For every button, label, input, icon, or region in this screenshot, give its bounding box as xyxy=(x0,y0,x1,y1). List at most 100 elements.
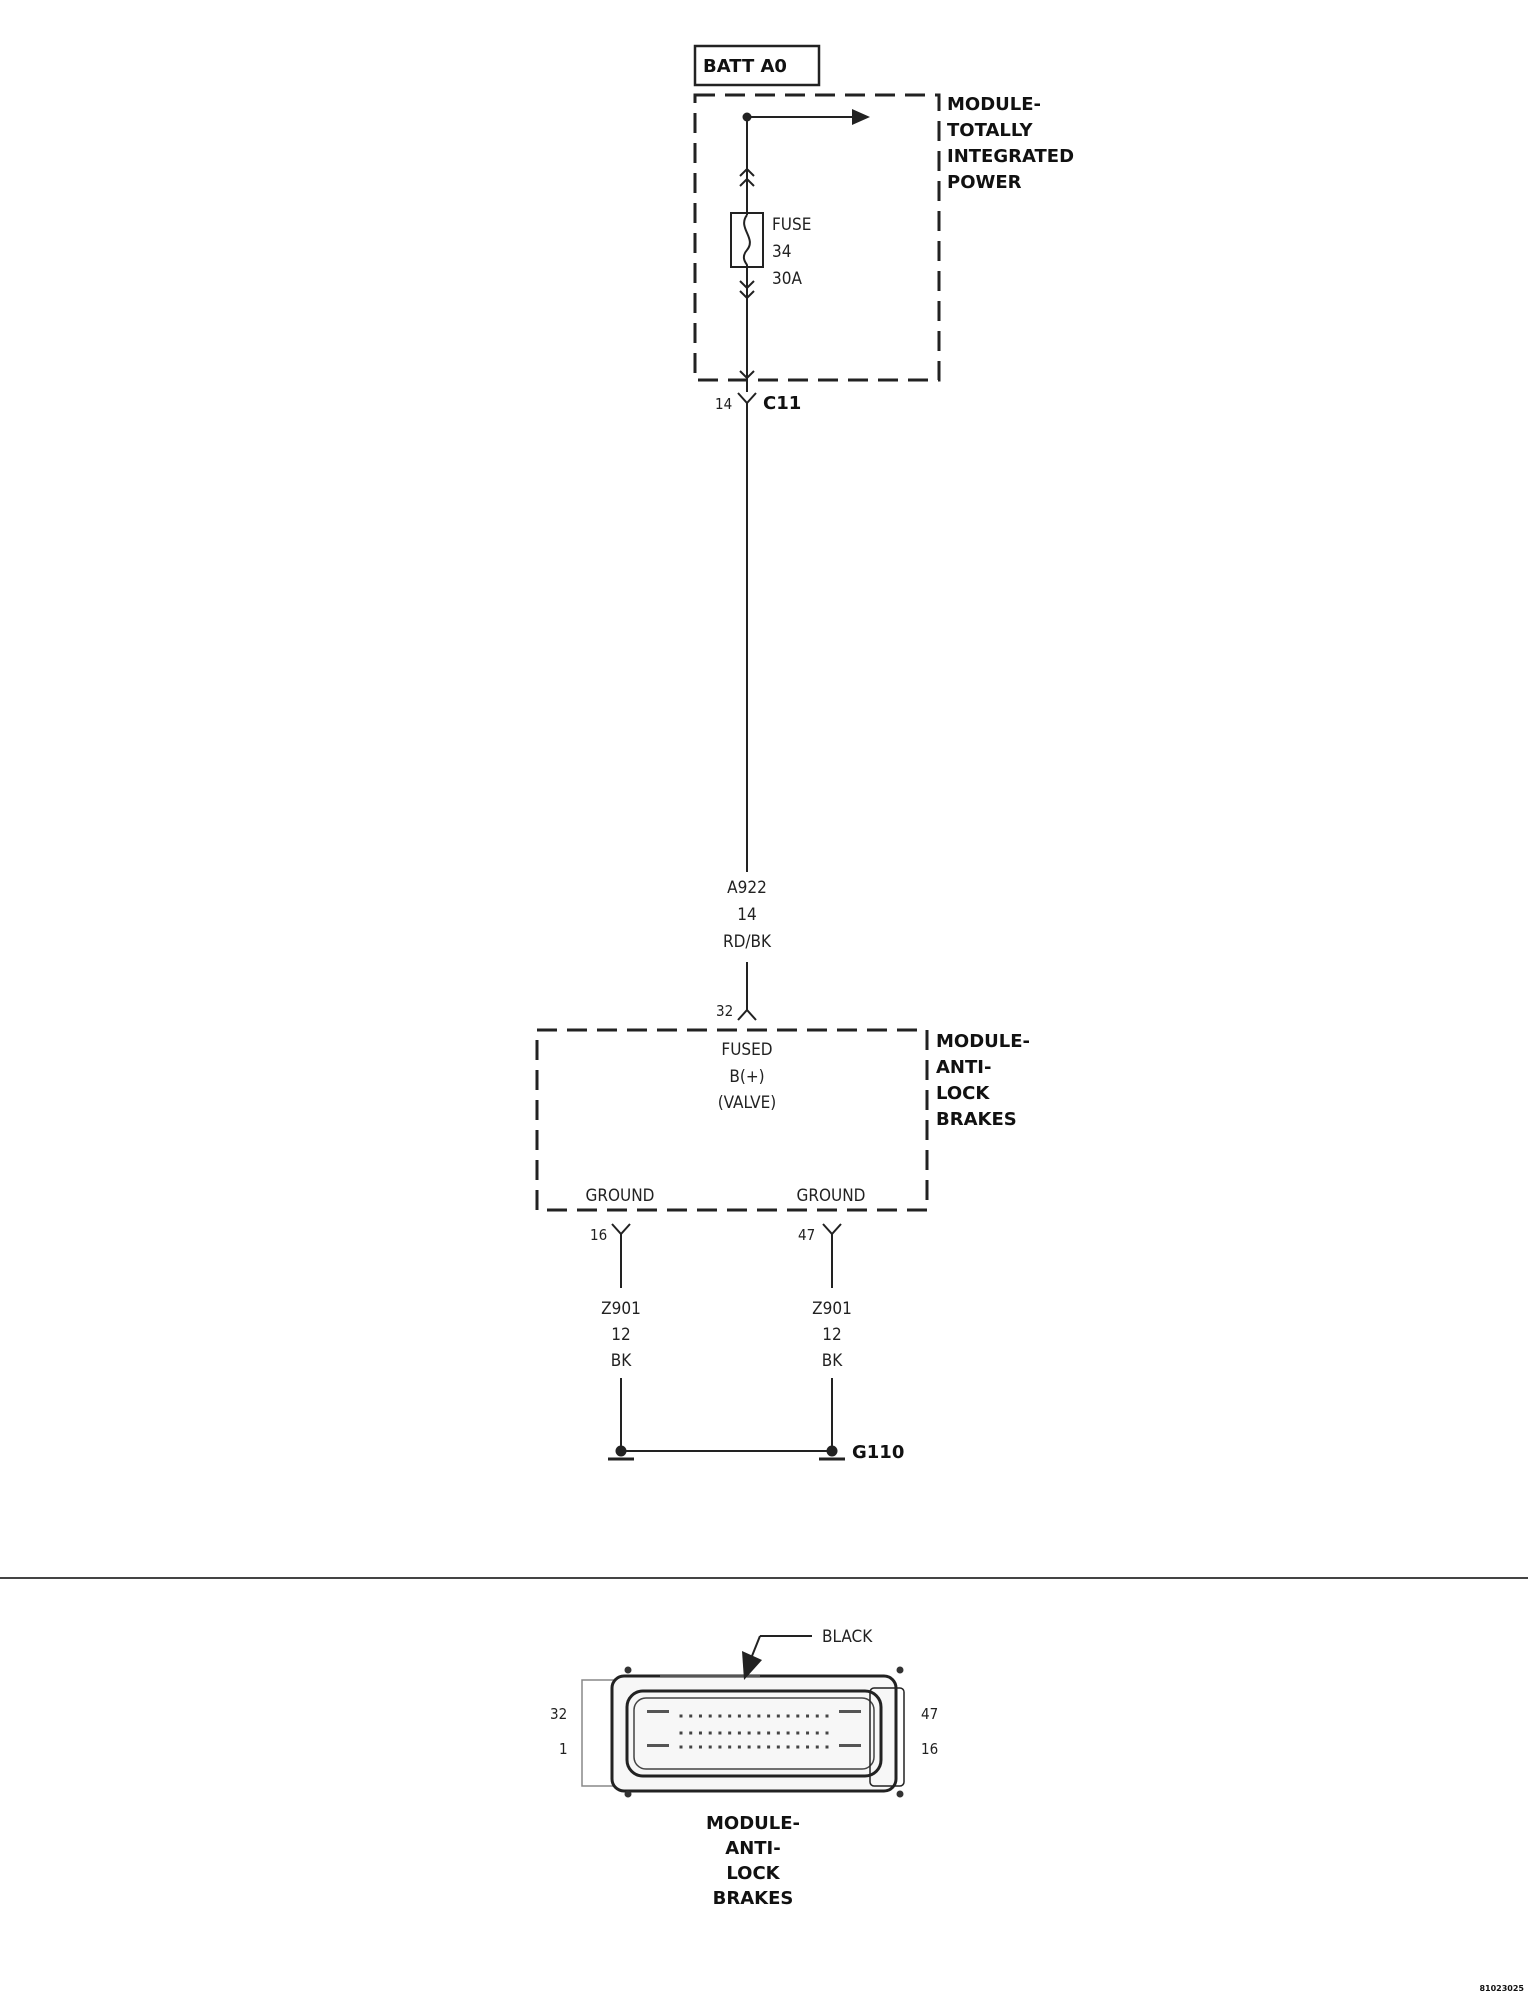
chevron-down-icon xyxy=(739,280,755,300)
connector-pin xyxy=(747,1714,751,1718)
connector-pin xyxy=(776,1714,780,1718)
connector-pin xyxy=(786,1745,790,1749)
svg-text:MODULE-: MODULE- xyxy=(947,94,1041,115)
batt-a0-box xyxy=(693,44,821,87)
ground-icon xyxy=(819,1445,845,1461)
connector-pin xyxy=(698,1731,702,1735)
abs-connector-face xyxy=(581,1666,905,1798)
connector-pin xyxy=(728,1714,732,1718)
connector-pin xyxy=(786,1714,790,1718)
svg-text:FUSED: FUSED xyxy=(721,1040,772,1060)
svg-text:TOTALLY: TOTALLY xyxy=(947,120,1034,141)
figure-id: 81023025 xyxy=(1479,1984,1524,1993)
connector-pin-1-ref: 1 xyxy=(559,1740,568,1758)
svg-text:MODULE-: MODULE- xyxy=(706,1813,800,1834)
abs-module-boundary xyxy=(535,1028,929,1212)
connector-pin xyxy=(796,1745,800,1749)
abs-pin-32-number: 32 xyxy=(716,1002,733,1020)
tipm-module-label: MODULE- TOTALLY INTEGRATED POWER xyxy=(947,94,1074,193)
connector-pin xyxy=(806,1745,810,1749)
connector-pin xyxy=(737,1731,741,1735)
svg-text:ANTI-: ANTI- xyxy=(936,1057,991,1078)
connector-pin xyxy=(776,1745,780,1749)
ground-icon xyxy=(608,1445,634,1461)
connector-pin xyxy=(815,1745,819,1749)
wire-z901-right-label: Z901 12 BK xyxy=(812,1299,852,1371)
connector-pin xyxy=(767,1745,771,1749)
connector-pin xyxy=(757,1731,761,1735)
connector-pin xyxy=(767,1714,771,1718)
connector-pin xyxy=(757,1745,761,1749)
svg-text:Z901: Z901 xyxy=(601,1299,641,1319)
svg-text:LOCK: LOCK xyxy=(726,1863,780,1884)
connector-pin xyxy=(806,1731,810,1735)
c11-connector-name: C11 xyxy=(763,393,801,414)
connector-pin xyxy=(815,1731,819,1735)
connector-pin xyxy=(718,1745,722,1749)
connector-pin xyxy=(825,1745,829,1749)
connector-pin-32-ref: 32 xyxy=(550,1705,567,1723)
connector-pin xyxy=(796,1714,800,1718)
connector-pin xyxy=(728,1731,732,1735)
svg-text:Z901: Z901 xyxy=(812,1299,852,1319)
svg-text:14: 14 xyxy=(737,905,756,925)
connector-color-label: BLACK xyxy=(822,1627,873,1647)
abs-module-label: MODULE- ANTI- LOCK BRAKES xyxy=(936,1031,1030,1130)
c11-pin-number: 14 xyxy=(715,395,732,413)
ground-left-pin: 16 xyxy=(590,1226,607,1244)
connector-pin xyxy=(806,1714,810,1718)
batt-a0-label: BATT A0 xyxy=(703,56,787,77)
connector-pin xyxy=(698,1745,702,1749)
ground-right-pin: 47 xyxy=(798,1226,815,1244)
connector-pin xyxy=(796,1731,800,1735)
svg-text:FUSE: FUSE xyxy=(772,215,811,235)
svg-text:MODULE-: MODULE- xyxy=(936,1031,1030,1052)
connector-pin xyxy=(679,1731,683,1735)
connector-pin xyxy=(679,1745,683,1749)
svg-text:34: 34 xyxy=(772,242,791,262)
connector-pin xyxy=(825,1731,829,1735)
connector-pin xyxy=(737,1745,741,1749)
connector-pin xyxy=(737,1714,741,1718)
svg-text:POWER: POWER xyxy=(947,172,1022,193)
svg-text:12: 12 xyxy=(822,1325,841,1345)
chevron-up-icon xyxy=(739,167,755,187)
connector-pin-47-symbol xyxy=(822,1223,842,1236)
connector-pin xyxy=(757,1714,761,1718)
connector-pin-16-ref: 16 xyxy=(921,1740,938,1758)
connector-pin xyxy=(679,1714,683,1718)
connector-pin xyxy=(718,1714,722,1718)
svg-text:LOCK: LOCK xyxy=(936,1083,990,1104)
svg-text:30A: 30A xyxy=(772,269,802,289)
svg-text:BRAKES: BRAKES xyxy=(936,1109,1017,1130)
fuse-element xyxy=(742,214,751,266)
connector-pin xyxy=(767,1731,771,1735)
fuse-label: FUSE 34 30A xyxy=(772,215,811,289)
tipm-module-boundary xyxy=(693,93,941,382)
connector-pin xyxy=(786,1731,790,1735)
connector-pin xyxy=(708,1745,712,1749)
abs-pin-32-function: FUSED B(+) (VALVE) xyxy=(718,1040,777,1113)
wire-z901-left-label: Z901 12 BK xyxy=(601,1299,641,1371)
chevron-down-icon xyxy=(739,370,755,380)
svg-text:BK: BK xyxy=(611,1351,632,1371)
connector-module-name: MODULE- ANTI- LOCK BRAKES xyxy=(706,1813,800,1909)
connector-c11-symbol xyxy=(737,392,757,405)
connector-pin xyxy=(689,1714,693,1718)
connector-pin xyxy=(708,1714,712,1718)
connector-pin xyxy=(708,1731,712,1735)
connector-pin xyxy=(689,1745,693,1749)
connector-pin xyxy=(776,1731,780,1735)
ground-right-label: GROUND xyxy=(797,1186,866,1206)
svg-text:ANTI-: ANTI- xyxy=(725,1838,780,1859)
svg-text:B(+): B(+) xyxy=(729,1067,764,1087)
connector-pin xyxy=(698,1714,702,1718)
fuse-symbol xyxy=(730,212,764,268)
ground-left-label: GROUND xyxy=(586,1186,655,1206)
svg-text:BK: BK xyxy=(822,1351,843,1371)
svg-text:INTEGRATED: INTEGRATED xyxy=(947,146,1074,167)
arrow-right-icon xyxy=(852,109,870,125)
svg-text:A922: A922 xyxy=(727,878,767,898)
connector-pin xyxy=(728,1745,732,1749)
